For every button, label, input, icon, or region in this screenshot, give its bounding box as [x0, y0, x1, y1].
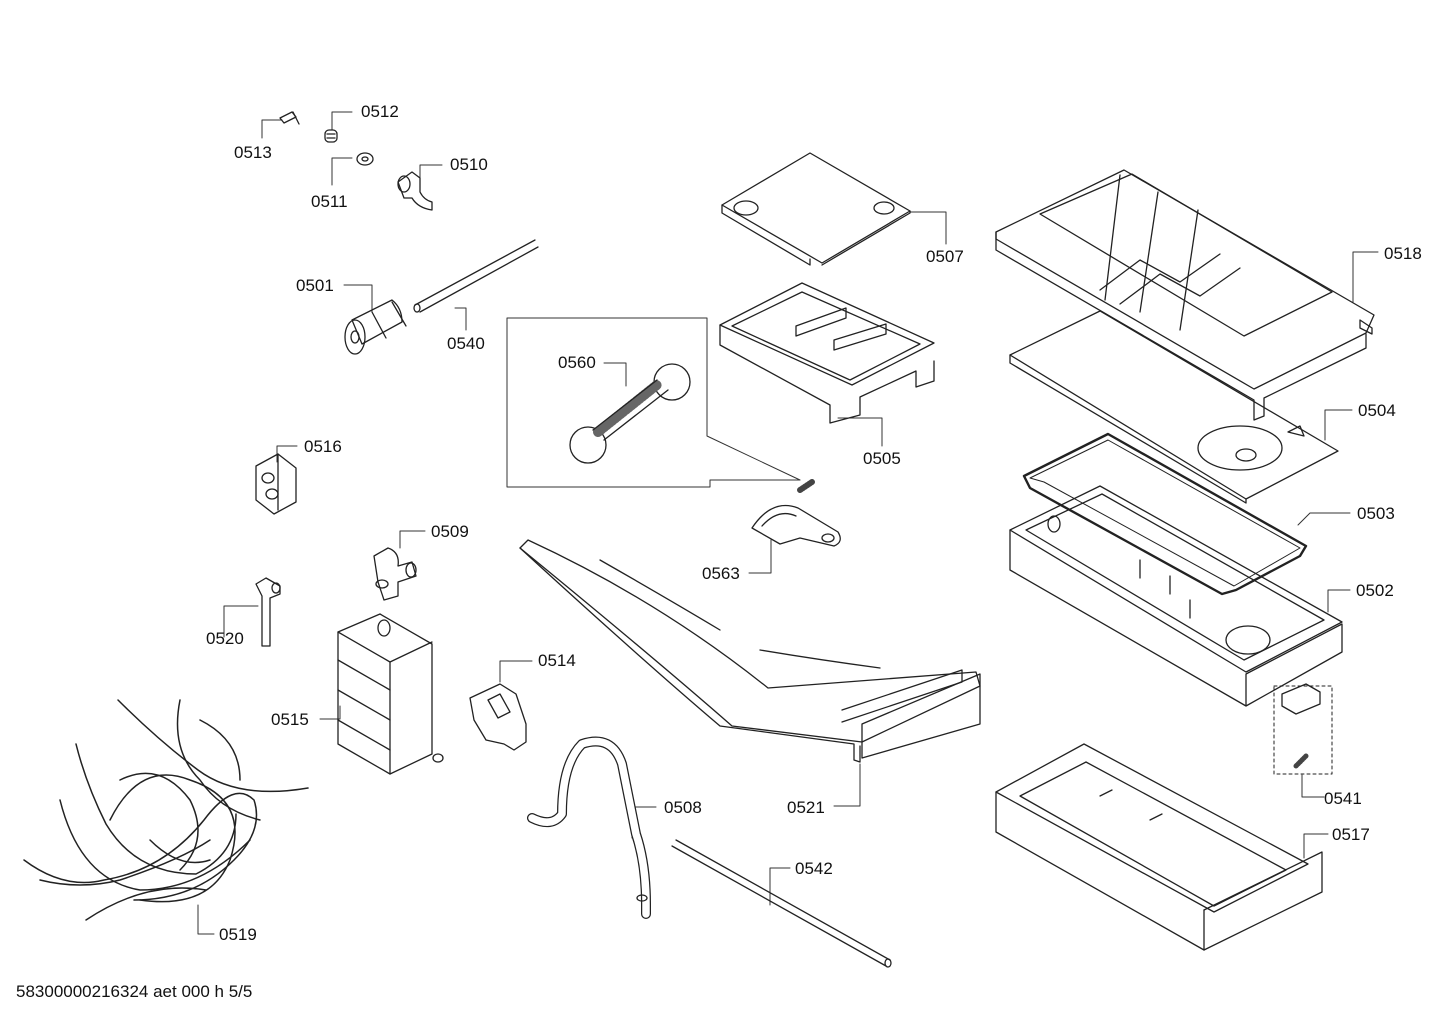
part-0518-top-cover [995, 169, 1375, 421]
part-label-0504: 0504 [1358, 401, 1396, 420]
part-0515-heater [337, 613, 444, 775]
part-label-0518: 0518 [1384, 244, 1422, 263]
part-0519-wiring-harness [23, 699, 309, 921]
part-label-0560: 0560 [558, 353, 596, 372]
part-label-0521: 0521 [787, 798, 825, 817]
part-0520-tube [255, 577, 281, 647]
part-0563-bracket [751, 504, 841, 547]
part-label-0520: 0520 [206, 629, 244, 648]
part-0514-bracket [469, 683, 527, 751]
part-0509-elbow [373, 547, 417, 601]
part-label-0563: 0563 [702, 564, 740, 583]
part-0511-washer [356, 152, 374, 166]
part-label-0515: 0515 [271, 710, 309, 729]
part-label-0501: 0501 [296, 276, 334, 295]
part-label-0512: 0512 [361, 102, 399, 121]
part-0521-drawer [519, 539, 981, 763]
part-0542-rod [671, 839, 892, 968]
part-0503-gasket [1022, 432, 1308, 596]
document-footer-code: 58300000216324 aet 000 h 5/5 [16, 982, 253, 1001]
part-0512-nut [324, 129, 338, 143]
part-0510-elbow [397, 171, 433, 211]
part-0504-plate [1009, 310, 1339, 504]
part-label-0502: 0502 [1356, 581, 1394, 600]
part-label-0517: 0517 [1332, 825, 1370, 844]
part-0505-tray [719, 282, 935, 424]
part-label-0513: 0513 [234, 143, 272, 162]
part-label-0507: 0507 [926, 247, 964, 266]
part-0516-connector [255, 453, 297, 515]
part-label-0542: 0542 [795, 859, 833, 878]
part-label-0505: 0505 [863, 449, 901, 468]
part-label-0540: 0540 [447, 334, 485, 353]
part-0513-screw [279, 111, 300, 125]
part-0517-bottom-drawer [995, 743, 1323, 951]
part-label-0510: 0510 [450, 155, 488, 174]
part-0560-spring-installed [797, 479, 815, 493]
part-0501-motor [344, 299, 407, 355]
part-label-0519: 0519 [219, 925, 257, 944]
part-label-0508: 0508 [664, 798, 702, 817]
part-label-0509: 0509 [431, 522, 469, 541]
part-0502-base-tray [1009, 485, 1343, 707]
part-label-0511: 0511 [311, 192, 348, 211]
part-label-0541: 0541 [1324, 789, 1362, 808]
part-label-0514: 0514 [538, 651, 576, 670]
part-0541-switch [1273, 683, 1333, 775]
part-0540-rod [413, 239, 539, 313]
part-0560-spring [569, 363, 691, 464]
part-label-0503: 0503 [1357, 504, 1395, 523]
part-0507-lid [721, 152, 911, 266]
part-label-0516: 0516 [304, 437, 342, 456]
part-0508-hose [527, 736, 651, 919]
